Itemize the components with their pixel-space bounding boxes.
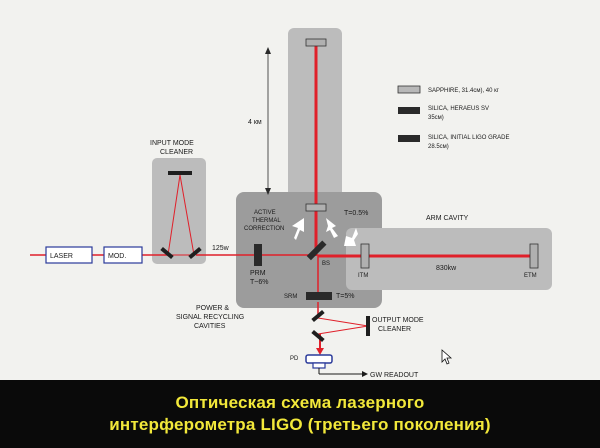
pd-label: PD	[290, 356, 299, 362]
omc-label-2: CLEANER	[378, 326, 411, 333]
laser-box	[45, 246, 93, 264]
caption-bar: Оптическая схема лазерного интерферометр…	[0, 380, 600, 448]
gw-readout-label: GW READOUT	[370, 372, 419, 379]
recycling-label-1: POWER &	[196, 305, 229, 312]
imc-right-mirror	[188, 246, 202, 260]
caption-line-2: интерферометра LIGO (третьего поколения)	[109, 415, 491, 434]
imc-label-1: INPUT MODE	[150, 140, 194, 147]
atc-label-3: CORRECTION	[244, 226, 284, 232]
bs-label: BS	[322, 261, 330, 267]
legend-label-sapphire: SAPPHIRE, 31.4см), 40 кг	[428, 88, 500, 94]
thermal-arrow-right	[326, 218, 338, 238]
imc-label-2: CLEANER	[160, 149, 193, 156]
legend-swatch-heraeus	[398, 107, 420, 114]
etm-label: ETM	[524, 273, 537, 279]
legend-label-heraeus-2: 35см)	[428, 115, 444, 121]
legend-label-heraeus-1: SILICA, HERAEUS SV	[428, 106, 489, 112]
photodetector	[305, 354, 333, 364]
caption-line-1: Оптическая схема лазерного	[175, 393, 425, 412]
prm-mirror	[254, 244, 262, 266]
omc-lower-mirror	[311, 329, 325, 343]
imc-left-mirror	[160, 246, 174, 260]
omc-right-mirror	[366, 316, 370, 336]
legend-label-initial-1: SILICA, INITIAL LIGO GRADE	[428, 135, 509, 141]
srm-mirror	[306, 292, 332, 300]
ligo-optical-diagram: LASER MOD. INPUT MODE CLEANER 125w PRM T…	[30, 28, 552, 379]
recycling-label-3: CAVITIES	[194, 323, 226, 330]
legend-swatch-sapphire	[397, 85, 421, 94]
mod-label: MOD.	[108, 253, 126, 260]
atc-label-1: ACTIVE	[254, 210, 276, 216]
legend: SAPPHIRE, 31.4см), 40 кг SILICA, HERAEUS…	[397, 85, 509, 150]
itm-transmission-label: T=0.5%	[344, 210, 368, 217]
prm-label: PRM	[250, 270, 266, 277]
mod-box	[103, 246, 143, 264]
mouse-cursor-icon	[441, 349, 453, 365]
beam-splitter	[306, 240, 327, 261]
atc-label-2: THERMAL	[252, 218, 281, 224]
recycling-label-2: SIGNAL RECYCLING	[176, 314, 244, 321]
omc-upper-mirror	[311, 309, 325, 323]
srm-transmission-label: T=5%	[336, 293, 354, 300]
thermal-arrow-lower	[344, 228, 358, 246]
arm-power-label: 830kw	[436, 265, 457, 272]
etm-x-mirror	[529, 243, 539, 269]
input-mode-cleaner-block	[152, 158, 206, 264]
arm-cavity-label: ARM CAVITY	[426, 215, 469, 222]
arm-length-label: 4 км	[248, 119, 262, 126]
omc-label-1: OUTPUT MODE	[372, 317, 424, 324]
legend-swatch-initial	[398, 135, 420, 142]
legend-label-initial-2: 28.5см)	[428, 144, 449, 150]
itm-x-mirror	[360, 243, 370, 269]
imc-top-mirror	[168, 171, 192, 175]
thermal-arrow-left	[292, 218, 304, 240]
srm-label: SRM	[284, 294, 297, 300]
laser-label: LASER	[50, 253, 73, 260]
etm-y-mirror	[305, 38, 327, 47]
center-vertex-block	[236, 192, 382, 308]
power-in-label: 125w	[212, 245, 230, 252]
itm-y-mirror	[305, 203, 327, 212]
itm-label: ITM	[358, 273, 368, 279]
x-arm-block	[346, 228, 552, 290]
prm-transmission: T~6%	[250, 279, 268, 286]
